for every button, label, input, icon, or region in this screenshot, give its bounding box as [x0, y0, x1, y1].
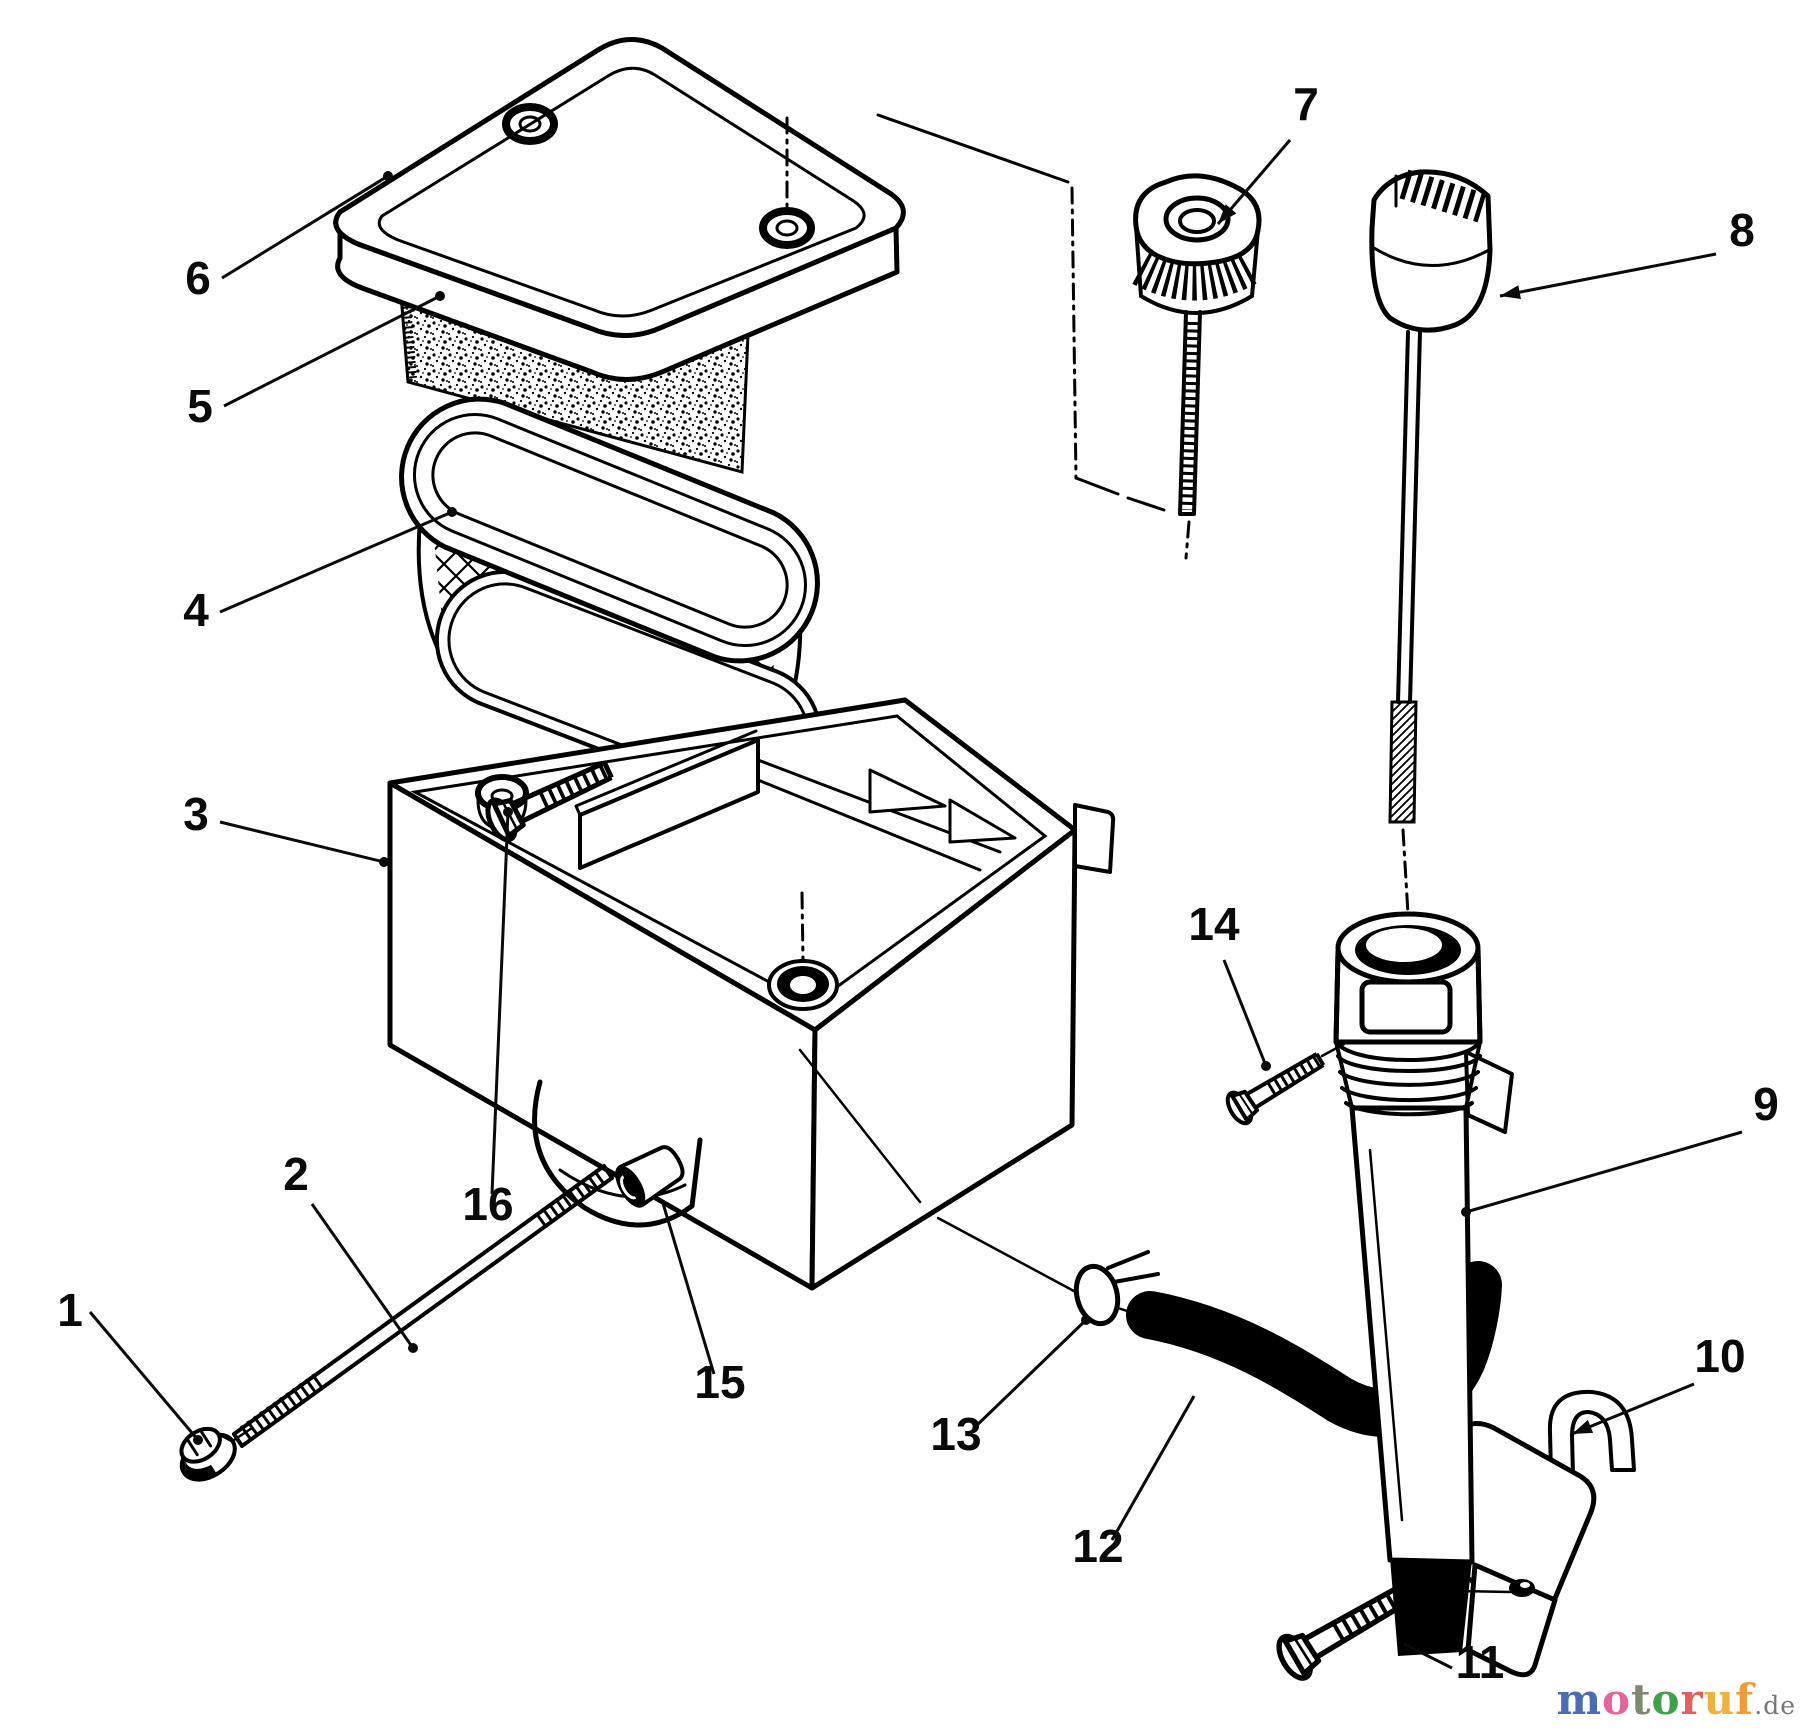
collar-bolt-axis: [1320, 1042, 1346, 1058]
air-cleaner-cover: [333, 37, 906, 382]
callout-number-12: 12: [1072, 1520, 1123, 1572]
leader-line: [219, 510, 453, 614]
callout-16: 16: [462, 807, 514, 1230]
bracket-bolt-axis: [1406, 1588, 1512, 1594]
collar-bolt: [1223, 1044, 1330, 1127]
bracket-bolt: [1273, 1573, 1418, 1683]
callout-5: 5: [187, 291, 445, 432]
leader-line: [1571, 1382, 1695, 1436]
leader-line: [1499, 252, 1717, 298]
alignment-lines: [876, 113, 1166, 512]
cover-knob-bolt: [1132, 173, 1262, 560]
leader-line: [219, 820, 385, 864]
callout-10: 10: [1571, 1330, 1746, 1436]
hose-clamp: [1073, 1250, 1160, 1327]
callout-3: 3: [183, 788, 389, 867]
watermark: motoruf.de: [1557, 1675, 1796, 1724]
callout-number-3: 3: [183, 788, 209, 840]
cover-screw-hole: [502, 103, 558, 145]
oil-fill-tube: [1333, 911, 1514, 1656]
callout-12: 12: [1072, 1395, 1196, 1572]
callout-number-2: 2: [283, 1148, 309, 1200]
callout-1: 1: [57, 1284, 203, 1445]
callout-11: 11: [1403, 1636, 1505, 1688]
cover-screw-hole: [759, 207, 815, 249]
leader-line: [223, 294, 441, 408]
leader-line: [1222, 959, 1268, 1067]
through-stud: [220, 1164, 614, 1450]
callout-2: 2: [283, 1148, 418, 1353]
callout-number-7: 7: [1293, 78, 1319, 130]
dipstick: [1369, 169, 1493, 916]
callout-number-6: 6: [185, 252, 211, 304]
callout-number-14: 14: [1188, 898, 1240, 950]
callout-number-1: 1: [57, 1284, 83, 1336]
callout-6: 6: [185, 171, 393, 304]
callout-number-11: 11: [1456, 1636, 1505, 1688]
leader-line: [221, 174, 389, 280]
leader-line: [1110, 1395, 1196, 1541]
callout-number-8: 8: [1729, 204, 1755, 256]
leader-line: [1465, 1130, 1743, 1214]
leader-line: [660, 1199, 716, 1375]
callout-9: 9: [1461, 1078, 1779, 1217]
callout-number-4: 4: [183, 584, 209, 636]
spacer-bushing: [615, 1145, 685, 1208]
leader-line: [1403, 1642, 1453, 1670]
callout-7: 7: [1216, 78, 1319, 225]
callout-8: 8: [1499, 204, 1755, 300]
callout-number-16: 16: [462, 1178, 513, 1230]
leader-line: [310, 1203, 415, 1349]
callout-4: 4: [183, 507, 457, 636]
callout-number-9: 9: [1753, 1078, 1779, 1130]
callout-number-5: 5: [187, 380, 213, 432]
callout-number-15: 15: [694, 1356, 745, 1408]
callout-13: 13: [930, 1315, 1091, 1460]
flange-nut: [179, 1426, 237, 1482]
callout-14: 14: [1188, 898, 1271, 1071]
callout-number-13: 13: [930, 1408, 981, 1460]
callout-15: 15: [660, 1199, 746, 1408]
leader-line: [972, 1318, 1088, 1430]
leader-line: [88, 1311, 200, 1441]
callout-number-10: 10: [1694, 1330, 1745, 1382]
leader-line: [490, 811, 510, 1195]
